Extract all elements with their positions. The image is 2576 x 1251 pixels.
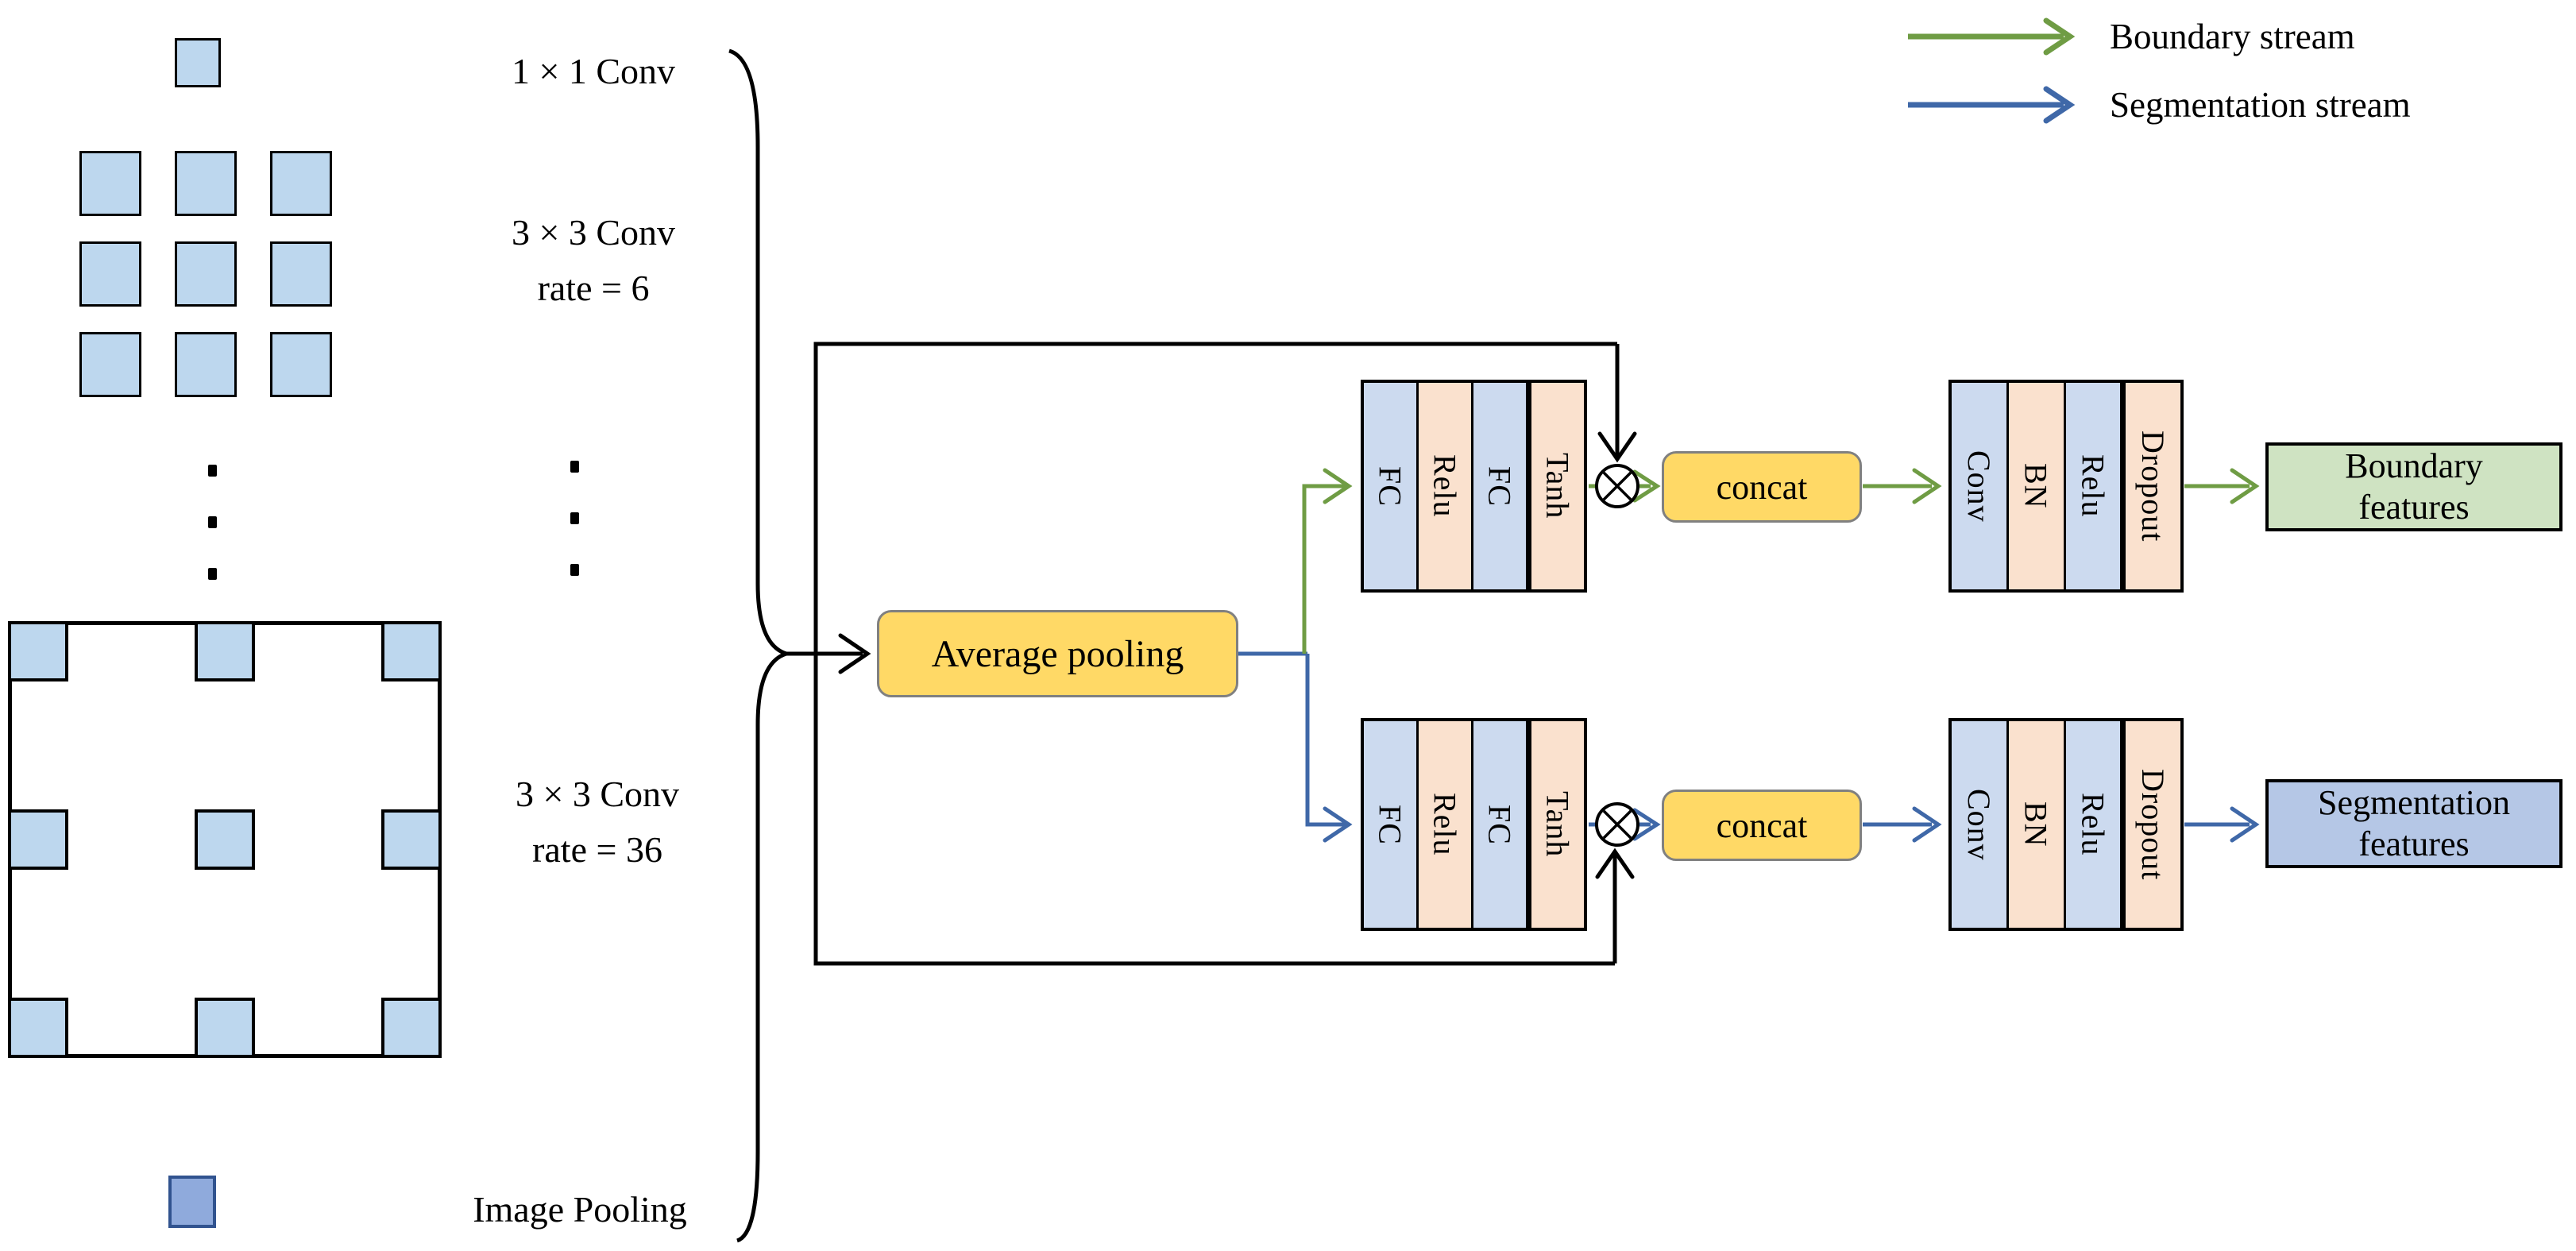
layer-fc: FC [1364, 383, 1416, 589]
legend-segmentation-label: Segmentation stream [2110, 85, 2411, 125]
kernel-cell [195, 998, 255, 1058]
arrowhead-right-icon [838, 633, 871, 674]
layer-relu: Relu [2063, 721, 2121, 928]
multiply-icon [1595, 464, 1639, 508]
kernel-cell [79, 332, 141, 397]
image-pooling-square [168, 1176, 216, 1228]
segmentation-features-box: Segmentation features [2265, 779, 2562, 868]
layer-dropout: Dropout [2120, 383, 2180, 589]
layer-relu: Relu [1416, 383, 1471, 589]
kernel-cell [175, 332, 237, 397]
arrowhead-right-icon [1323, 806, 1353, 843]
image-pooling-label: Image Pooling [473, 1189, 687, 1230]
arrowhead-right-icon [1632, 808, 1661, 841]
arrowhead-right-icon [1323, 468, 1353, 504]
conv-rate6-line2: rate = 6 [537, 268, 650, 308]
arrowhead-up-icon [1595, 848, 1635, 879]
kernel-cell [195, 621, 255, 681]
boundary-features-line1: Boundary [2345, 446, 2483, 485]
ellipsis-dot [570, 512, 579, 524]
brace [728, 48, 794, 1243]
boundary-features-line2: features [2358, 488, 2470, 527]
multiply-icon [1595, 802, 1639, 847]
arrowhead-right-icon [2230, 806, 2260, 843]
kernel-cell [175, 151, 237, 216]
layer-fc: FC [1364, 721, 1416, 928]
conv-rate6-line1: 3 × 3 Conv [511, 212, 676, 253]
boundary-attention-block: FC Relu FC Tanh [1361, 380, 1587, 593]
layer-dropout: Dropout [2120, 721, 2180, 928]
layer-bn: BN [2006, 383, 2064, 589]
layer-bn: BN [2006, 721, 2064, 928]
kernel-cell [270, 151, 332, 216]
kernel-cell [381, 621, 442, 681]
segmentation-conv-block: Conv BN Relu Dropout [1948, 718, 2184, 931]
boundary-conv-block: Conv BN Relu Dropout [1948, 380, 2184, 593]
arrowhead-right-icon [2230, 468, 2260, 504]
segmentation-features-line2: features [2358, 824, 2470, 863]
arrowhead-right-icon [1912, 468, 1942, 504]
conv-rate36-label: 3 × 3 Conv rate = 36 [458, 766, 736, 878]
arrowhead-down-icon [1597, 431, 1637, 463]
kernel-cell [8, 998, 68, 1058]
kernel-cell [270, 332, 332, 397]
conv-rate36-line1: 3 × 3 Conv [515, 774, 680, 814]
conv1x1-label: 1 × 1 Conv [511, 51, 676, 91]
layer-conv: Conv [1952, 383, 2006, 589]
layer-fc: FC [1471, 383, 1526, 589]
arrowhead-right-icon [1912, 806, 1942, 843]
boundary-branch-line [1302, 484, 1346, 654]
kernel-cell [8, 621, 68, 681]
conv3x3-rate36-kernel-grid [8, 621, 442, 1058]
layer-conv: Conv [1952, 721, 2006, 928]
conv1x1-kernel-square [175, 38, 221, 87]
kernel-cell [195, 809, 255, 870]
ellipsis-dot [570, 461, 579, 473]
layer-tanh: Tanh [1526, 383, 1584, 589]
conv3x3-rate6-kernel-grid [79, 151, 332, 397]
conv-rate36-line2: rate = 36 [532, 829, 662, 870]
ellipsis-dot [570, 564, 579, 576]
kernel-cell [8, 809, 68, 870]
layer-relu: Relu [2063, 383, 2121, 589]
legend-boundary-label: Boundary stream [2110, 17, 2355, 56]
segmentation-attention-block: FC Relu FC Tanh [1361, 718, 1587, 931]
segmentation-features-line1: Segmentation [2318, 783, 2510, 822]
arrowhead-right-icon [2043, 86, 2076, 124]
layer-fc: FC [1471, 721, 1526, 928]
average-pooling-box: Average pooling [877, 610, 1238, 697]
ellipsis-dot [208, 465, 217, 477]
segmentation-branch-line [1305, 654, 1346, 827]
layer-relu: Relu [1416, 721, 1471, 928]
conv-rate6-label: 3 × 3 Conv rate = 6 [454, 205, 732, 316]
layer-tanh: Tanh [1526, 721, 1584, 928]
kernel-cell [270, 241, 332, 307]
segmentation-concat-box: concat [1662, 790, 1862, 861]
boundary-concat-box: concat [1662, 451, 1862, 523]
arrowhead-right-icon [2043, 17, 2076, 56]
boundary-features-box: Boundary features [2265, 442, 2562, 531]
kernel-cell [381, 998, 442, 1058]
kernel-cell [79, 241, 141, 307]
kernel-cell [381, 809, 442, 870]
kernel-cell [79, 151, 141, 216]
arrowhead-right-icon [1632, 469, 1661, 503]
kernel-cell [175, 241, 237, 307]
ellipsis-dot [208, 516, 217, 528]
ellipsis-dot [208, 568, 217, 580]
